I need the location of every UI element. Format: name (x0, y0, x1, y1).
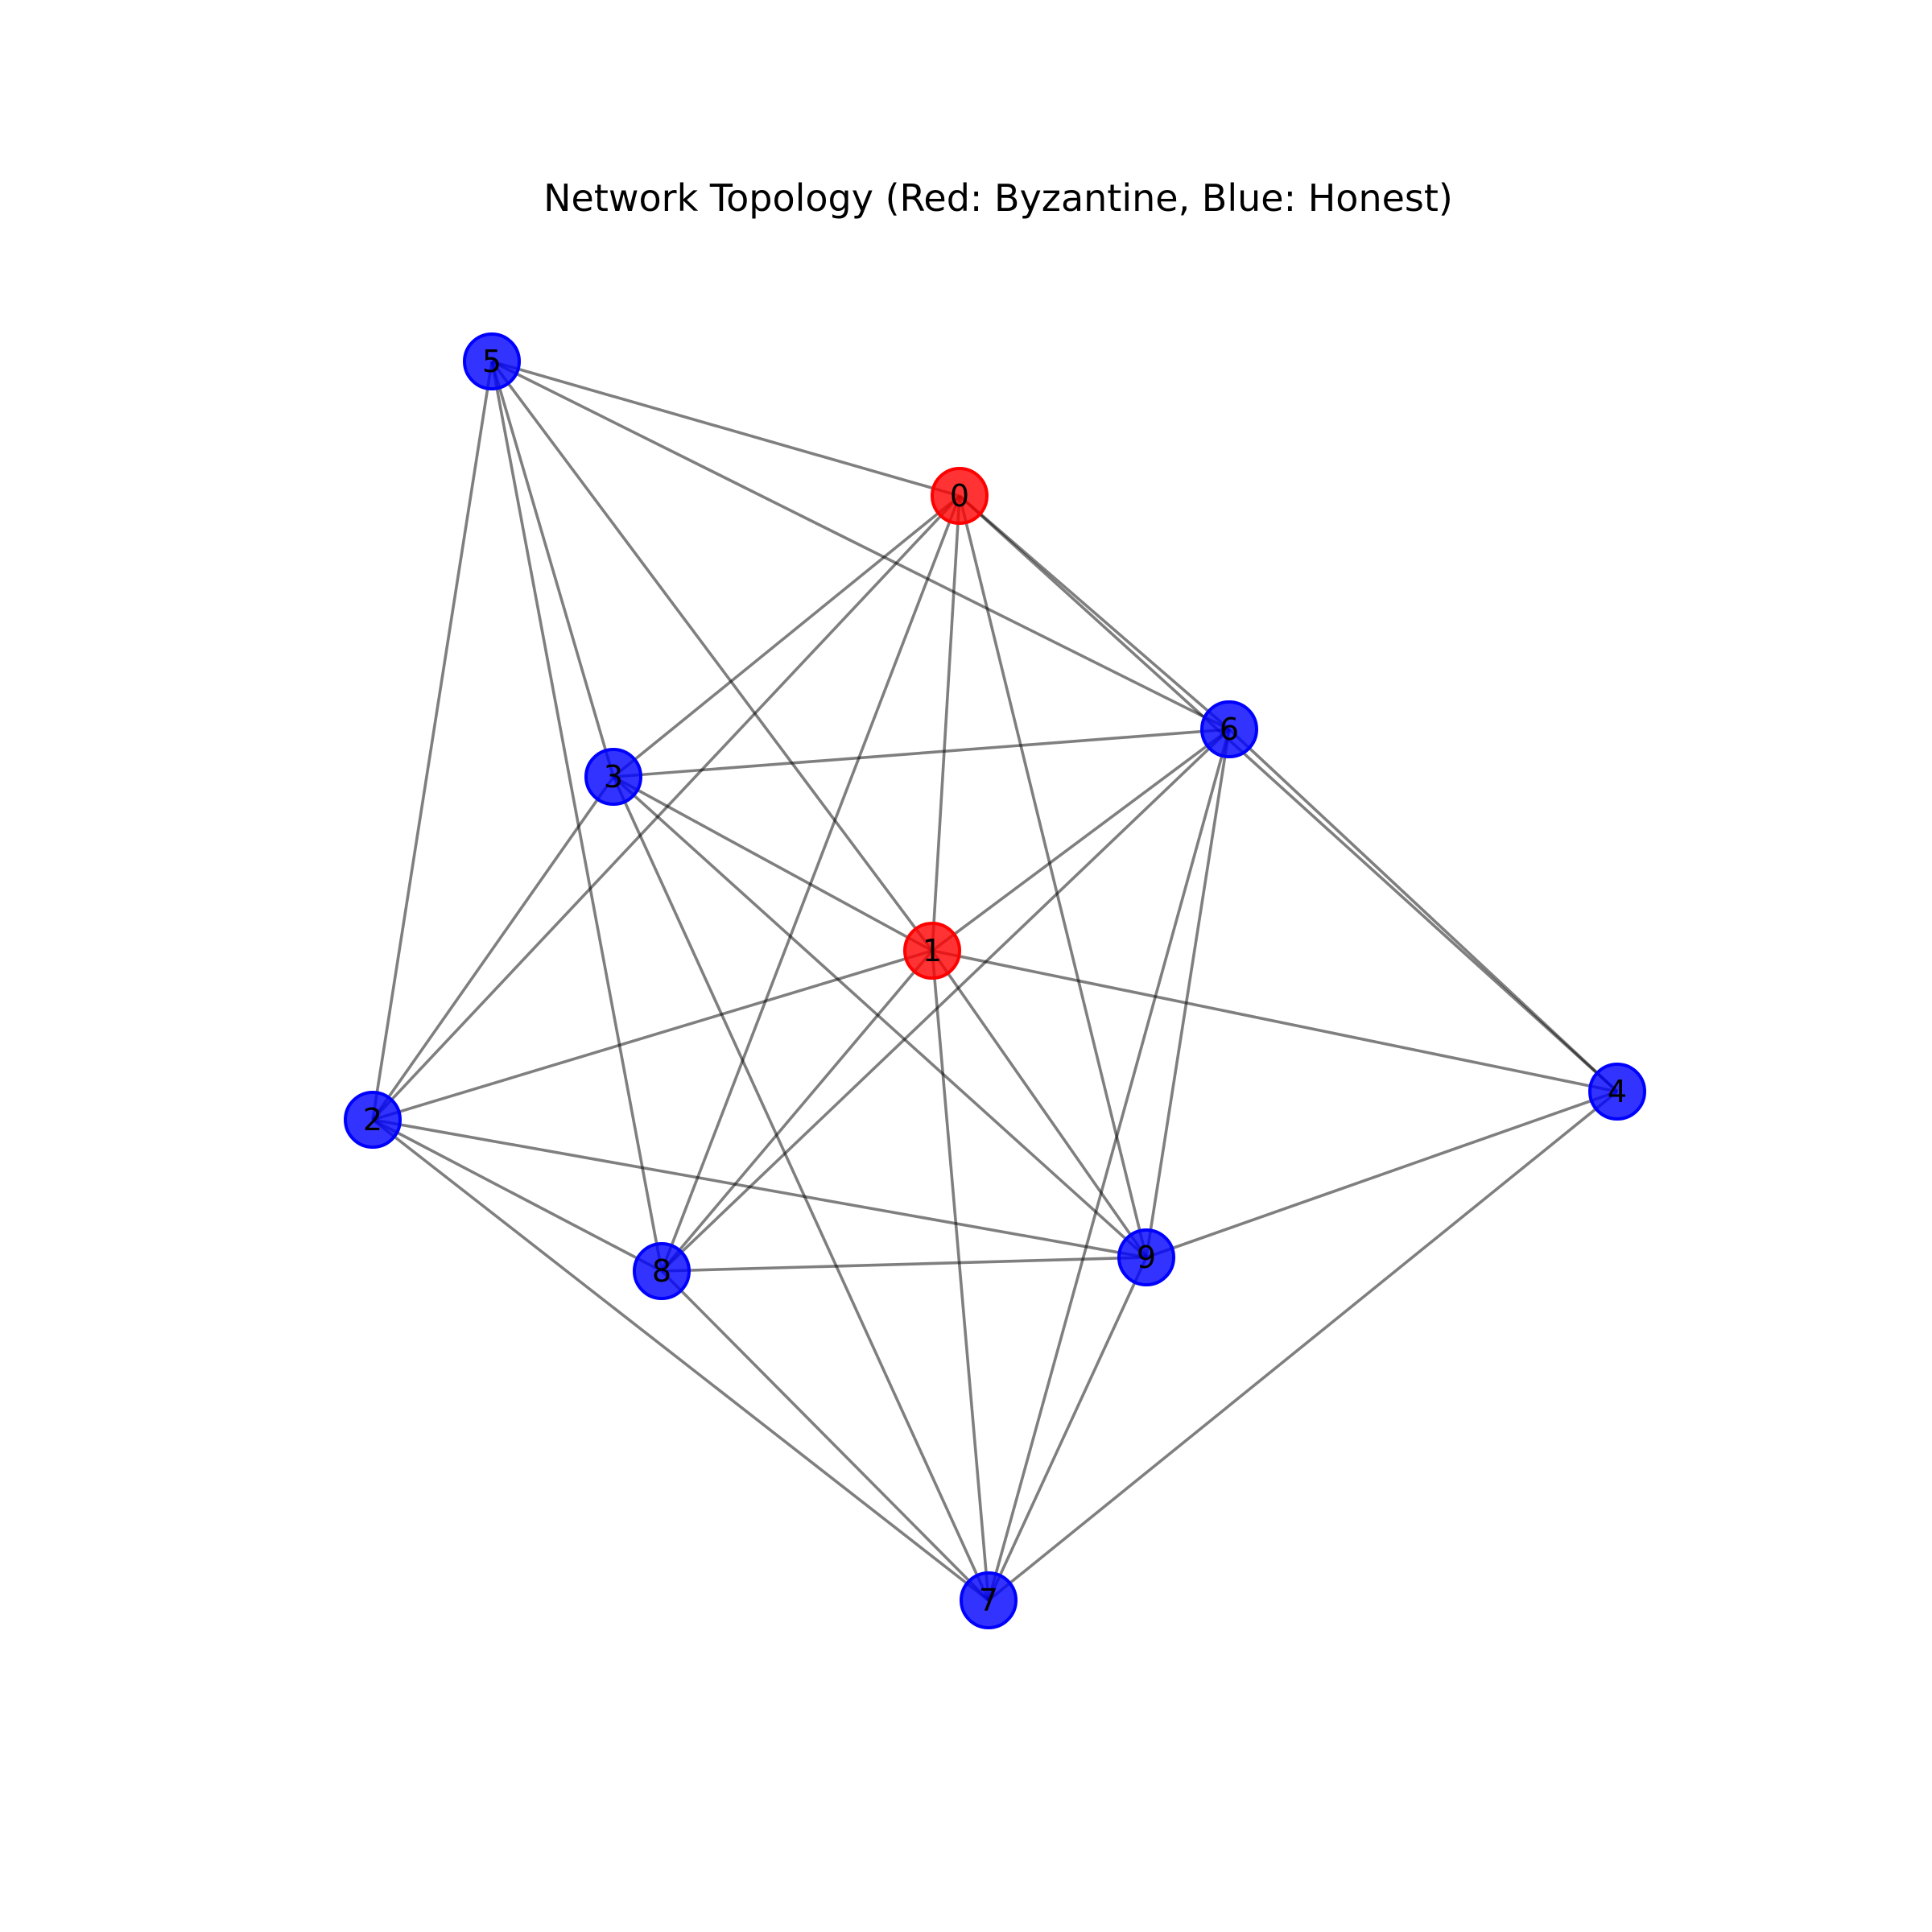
edge-6-7 (987, 729, 1231, 1601)
edge-0-9 (958, 495, 1148, 1258)
edge-5-6 (491, 360, 1230, 731)
node-4-circle (1588, 1063, 1646, 1121)
edge-0-4 (958, 494, 1619, 1093)
edge-1-2 (372, 949, 933, 1121)
node-8-label: 8 (652, 1253, 671, 1289)
node-1: 1 (903, 922, 961, 980)
node-6: 6 (1200, 700, 1258, 758)
edge-6-1 (931, 728, 1231, 952)
edge-1-4 (931, 949, 1618, 1093)
figure-title: Network Topology (Red: Byzantine, Blue: … (543, 176, 1453, 220)
edge-5-2 (371, 361, 493, 1121)
nodes-layer: 0 1 2 3 4 5 6 7 8 9 (344, 332, 1646, 1629)
node-9-circle (1117, 1228, 1175, 1286)
edge-5-1 (490, 360, 934, 952)
node-4-label: 4 (1608, 1074, 1627, 1109)
node-0-label: 0 (950, 478, 969, 514)
edge-5-8 (490, 361, 663, 1272)
node-7: 7 (960, 1571, 1018, 1629)
node-5: 5 (463, 332, 521, 390)
node-4: 4 (1588, 1063, 1646, 1121)
edge-6-8 (660, 728, 1231, 1273)
edge-1-7 (931, 950, 990, 1601)
node-1-label: 1 (923, 933, 942, 968)
edge-2-8 (372, 1118, 663, 1273)
edge-3-2 (371, 775, 615, 1121)
edge-6-9 (1145, 729, 1231, 1258)
node-0: 0 (931, 467, 989, 525)
node-2-circle (344, 1091, 402, 1149)
edge-0-3 (612, 494, 961, 778)
edge-8-9 (661, 1256, 1147, 1273)
node-8-circle (633, 1242, 691, 1300)
edge-3-9 (612, 775, 1148, 1259)
edge-5-0 (491, 360, 960, 497)
edge-9-7 (987, 1257, 1148, 1601)
edge-4-7 (987, 1090, 1619, 1602)
edge-3-6 (613, 728, 1230, 778)
node-2: 2 (344, 1091, 402, 1149)
edge-0-2 (371, 494, 961, 1121)
edge-5-3 (490, 361, 615, 778)
node-2-label: 2 (363, 1102, 382, 1137)
node-6-label: 6 (1220, 712, 1239, 747)
node-8: 8 (633, 1242, 691, 1300)
edge-1-8 (660, 949, 934, 1273)
edge-0-1 (931, 495, 961, 952)
node-5-circle (463, 332, 521, 390)
edges-layer (371, 360, 1619, 1602)
node-3-circle (584, 748, 642, 806)
edge-3-7 (612, 776, 990, 1601)
node-9: 9 (1117, 1228, 1175, 1286)
node-0-circle (931, 467, 989, 525)
edge-8-7 (660, 1269, 990, 1602)
edge-1-9 (931, 949, 1148, 1259)
node-1-circle (903, 922, 961, 980)
edge-9-4 (1146, 1090, 1618, 1259)
node-3: 3 (584, 748, 642, 806)
node-9-label: 9 (1137, 1240, 1156, 1275)
node-3-label: 3 (604, 759, 623, 795)
edge-2-7 (371, 1118, 990, 1602)
node-6-circle (1200, 700, 1258, 758)
node-7-circle (960, 1571, 1018, 1629)
node-7-label: 7 (979, 1583, 998, 1618)
edge-2-9 (372, 1118, 1147, 1259)
edge-3-1 (613, 775, 933, 952)
node-5-label: 5 (482, 344, 502, 379)
edge-6-4 (1228, 728, 1619, 1093)
